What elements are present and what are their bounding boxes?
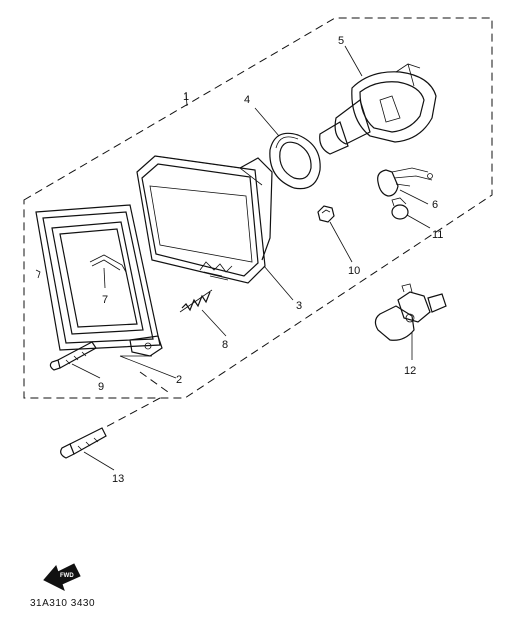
headlight-bulb	[374, 283, 447, 341]
callout-1: 1	[183, 91, 189, 103]
lens-unit	[136, 155, 273, 284]
callout-11: 11	[432, 229, 443, 241]
callout-13: 13	[112, 473, 124, 485]
leader-10	[329, 221, 353, 263]
callout-4: 4	[244, 94, 250, 106]
assembly-boundary	[23, 17, 493, 399]
leader-7	[103, 267, 106, 289]
callout-10: 10	[348, 265, 360, 277]
leader-5	[344, 45, 363, 77]
leader-11	[406, 214, 431, 229]
leader-13	[83, 451, 115, 471]
bulb-socket	[319, 63, 437, 155]
dust-cover-ring	[269, 132, 321, 190]
callout-3: 3	[296, 300, 302, 312]
leader-3	[263, 265, 294, 301]
leader-2	[119, 355, 177, 379]
callout-5: 5	[338, 35, 344, 47]
leader-1	[185, 91, 188, 107]
hex-nut	[317, 205, 335, 223]
callout-8: 8	[222, 339, 228, 351]
callout-2: 2	[176, 374, 182, 386]
headlight-rim	[35, 204, 163, 357]
callout-6: 6	[432, 199, 438, 211]
leader-13-dashed	[139, 371, 169, 393]
mounting-screw	[60, 427, 107, 459]
leader-13-dashed-2	[103, 397, 161, 429]
leader-8	[201, 309, 227, 337]
leader-4	[254, 107, 280, 137]
leader-9	[71, 363, 101, 379]
socket-wires	[377, 167, 433, 197]
rim-screw	[49, 341, 97, 371]
leader-6	[399, 189, 429, 205]
callout-12: 12	[404, 365, 416, 377]
drawing-code: 31A310 3430	[30, 598, 96, 609]
position-bulb	[391, 197, 409, 220]
front-direction-arrow-icon: FWD	[43, 563, 81, 591]
callout-7: 7	[102, 294, 108, 306]
callout-9: 9	[98, 381, 104, 393]
adjusting-spring	[179, 289, 213, 313]
front-marker-label: FWD	[60, 573, 74, 579]
